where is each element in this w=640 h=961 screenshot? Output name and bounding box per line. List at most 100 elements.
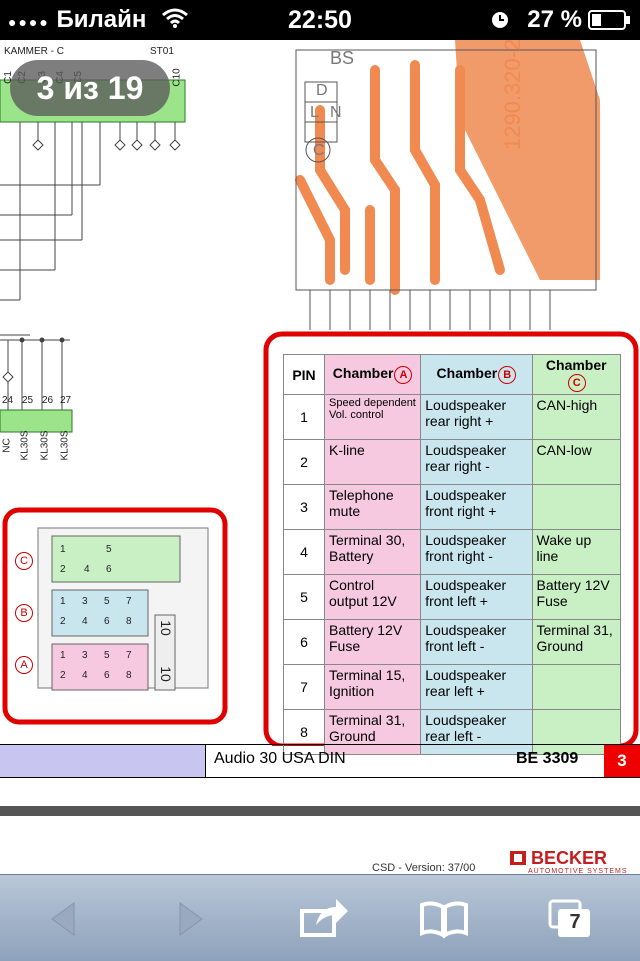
chamber-letter-c: C: [14, 552, 33, 570]
left-connector-label-6: C10: [171, 68, 183, 87]
part-number: 1290.320-273: [500, 40, 525, 150]
chamber-b-cell: Loudspeaker rear left +: [420, 664, 533, 710]
chamber-a-pin-3: 3: [82, 650, 88, 661]
safari-toolbar: 7: [0, 874, 640, 961]
becker-subtitle: AUTOMOTIVE SYSTEMS: [528, 868, 628, 875]
chamber-a-pin-2: 2: [60, 670, 66, 681]
tabs-button[interactable]: 7: [540, 889, 600, 949]
chamber-c-cell: [531, 484, 622, 530]
csd-version: CSD - Version: 37/00: [372, 862, 476, 874]
chamber-a-cell: Battery 12V Fuse: [323, 619, 422, 665]
chamber-b-pin-3: 3: [82, 596, 88, 607]
chamber-c-cell: Wake up line: [531, 529, 622, 575]
back-arrow-icon: [51, 902, 75, 936]
n-label: N: [330, 104, 342, 121]
chamber-b-pin-6: 6: [104, 616, 110, 627]
chamber-c-pin-6: 6: [106, 564, 112, 575]
chamber-c-cell: Terminal 31, Ground: [531, 619, 622, 665]
page-separator: [0, 806, 640, 816]
document-page[interactable]: KAMMER - C ST01 BS D L N C 1290.320-273 …: [0, 40, 640, 806]
chamber-c-pin-2: 2: [60, 564, 66, 575]
chamber-a-pin-8: 8: [126, 670, 132, 681]
chamber-c-cell: CAN-high: [531, 394, 622, 440]
chamber-b-pin-8: 8: [126, 616, 132, 627]
pin-number: 3: [283, 484, 325, 530]
table-row: 7 Terminal 15, Ignition Loudspeaker rear…: [283, 664, 622, 710]
next-page-preview: CSD - Version: 37/00 BECKER AUTOMOTIVE S…: [0, 806, 640, 876]
chamber-b-cell: Loudspeaker front right -: [420, 529, 533, 575]
bookmarks-button[interactable]: [414, 889, 474, 949]
table-row: 3 Telephone mute Loudspeaker front right…: [283, 484, 622, 530]
table-row: 4 Terminal 30, Battery Loudspeaker front…: [283, 529, 622, 575]
table-row: 8 Terminal 31, Ground Loudspeaker rear l…: [283, 709, 622, 755]
chamber-b-cell: Loudspeaker front left +: [420, 574, 533, 620]
kammer-label: KAMMER - C: [4, 46, 64, 57]
status-bar: ●●●● Билайн 22:50 27 %: [0, 0, 640, 40]
mid-label-8: 27: [60, 395, 72, 406]
table-row: 5 Control output 12V Loudspeaker front l…: [283, 574, 622, 620]
chamber-a-cell: Terminal 31, Ground: [323, 709, 422, 755]
mid-label-2: 24: [2, 395, 14, 406]
chamber-c-cell: Battery 12V Fuse: [531, 574, 622, 620]
battery-icon: [588, 10, 630, 30]
document-footer: Audio 30 USA DIN BE 3309 3: [0, 744, 640, 778]
pin-number: 5: [283, 574, 325, 620]
mid-label-7: KL30S: [59, 430, 71, 461]
forward-button[interactable]: [160, 889, 220, 949]
clock: 22:50: [288, 6, 352, 34]
chamber-c-pin-5: 5: [106, 544, 112, 555]
chamber-a-pin-1: 1: [60, 650, 66, 661]
mid-label-5: KL30S: [39, 430, 51, 461]
footer-page-number: 3: [604, 745, 640, 777]
chamber-c-cell: [531, 709, 622, 755]
footer-color-block: [0, 745, 206, 777]
chamber-a-pin-7: 7: [126, 650, 132, 661]
page-indicator: 3 из 19: [10, 60, 170, 116]
side-number-top: 10: [157, 620, 174, 636]
mid-label-3: KL30S: [19, 430, 31, 461]
chamber-a-cell: Terminal 30, Battery: [323, 529, 422, 575]
chamber-a-cell: Telephone mute: [323, 484, 422, 530]
chamber-c-pin-1: 1: [60, 544, 66, 555]
chamber-b-pin-1: 1: [60, 596, 66, 607]
pin-number: 6: [283, 619, 325, 665]
pin-number: 1: [283, 394, 325, 440]
tabs-icon: [548, 899, 590, 937]
header-chamber-c: ChamberC: [531, 354, 622, 395]
battery-percent: 27 %: [527, 6, 582, 33]
chamber-b-pin-2: 2: [60, 616, 66, 627]
header-pin: PIN: [283, 354, 325, 395]
becker-emblem-icon: [510, 851, 526, 865]
chamber-b-cell: Loudspeaker front right +: [420, 484, 533, 530]
chamber-b-cell: Loudspeaker rear right +: [420, 394, 533, 440]
back-button[interactable]: [34, 889, 94, 949]
footer-code: BE 3309: [516, 750, 579, 767]
alarm-clock-icon: [492, 12, 508, 28]
chamber-b-cell: Loudspeaker front left -: [420, 619, 533, 665]
chamber-c-pin-4: 4: [84, 564, 90, 575]
mid-label-1: NC: [1, 438, 13, 453]
chamber-b-cell: Loudspeaker rear left -: [420, 709, 533, 755]
chamber-b-cell: Loudspeaker rear right -: [420, 439, 533, 485]
chamber-c-cell: [531, 664, 622, 710]
wifi-icon: [162, 8, 188, 28]
table-row: 6 Battery 12V Fuse Loudspeaker front lef…: [283, 619, 622, 665]
c-label: C: [313, 142, 325, 159]
chamber-letter-a: A: [14, 656, 33, 674]
carrier-label: ●●●● Билайн: [8, 6, 189, 34]
forward-arrow-icon: [179, 902, 203, 936]
footer-title: Audio 30 USA DIN: [214, 750, 346, 767]
pin-number: 7: [283, 664, 325, 710]
l-label: L: [310, 104, 319, 121]
chamber-a-cell: Control output 12V: [323, 574, 422, 620]
tab-count: 7: [569, 911, 581, 933]
d-label: D: [316, 82, 328, 99]
pin-number: 2: [283, 439, 325, 485]
share-button[interactable]: [292, 889, 352, 949]
st01-label: ST01: [150, 46, 174, 57]
mid-label-4: 25: [22, 395, 34, 406]
carrier-name: Билайн: [56, 6, 147, 33]
side-number-bottom: 10: [157, 666, 174, 682]
